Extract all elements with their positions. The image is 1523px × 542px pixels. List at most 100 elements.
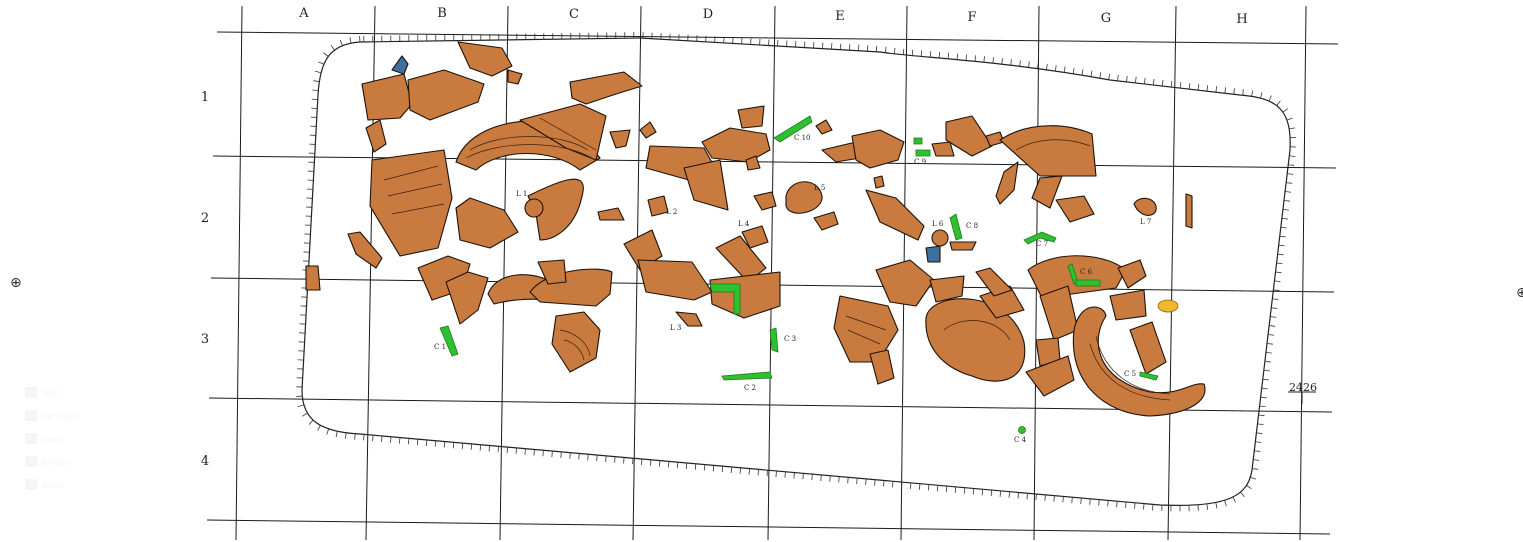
outline-hachure: [614, 456, 616, 463]
outline-hachure: [1278, 244, 1285, 247]
outline-hachure: [1188, 83, 1191, 90]
outline-hachure: [434, 440, 437, 447]
outline-hachure: [956, 53, 958, 60]
outline-hachure: [811, 474, 813, 481]
coin-c10: [773, 115, 813, 143]
outline-hachure: [1001, 58, 1003, 65]
outline-hachure: [1276, 100, 1281, 106]
ceramic-sherd: [597, 207, 625, 221]
glass-finds: [391, 55, 941, 263]
outline-hachure: [893, 47, 896, 54]
outline-hachure: [578, 453, 580, 460]
outline-hachure: [551, 451, 553, 458]
outline-hachure: [1260, 92, 1263, 99]
ceramic-sherd: [609, 129, 631, 149]
outline-hachure: [596, 455, 598, 462]
outline-hachure: [739, 467, 742, 474]
outline-hachure: [757, 469, 759, 476]
bronze-finds: [439, 115, 1159, 434]
ceramic-sherd: [445, 271, 489, 325]
outline-hachure: [802, 473, 804, 480]
outline-hachure: [349, 37, 352, 44]
outline-hachure: [847, 477, 849, 484]
outline-hachure: [1258, 414, 1265, 417]
outline-hachure: [1107, 500, 1109, 507]
outline-hachure: [1262, 378, 1269, 381]
outline-hachure: [1028, 61, 1030, 68]
outline-hachure: [920, 50, 923, 57]
outline-hachure: [1053, 495, 1055, 502]
outline-hachure: [954, 486, 957, 493]
outline-hachure: [676, 462, 679, 469]
outline-hachure: [1260, 396, 1267, 399]
ceramic-sherd: [995, 161, 1019, 205]
ceramic-sherd: [569, 71, 643, 105]
outline-hachure: [323, 52, 329, 57]
coin-c4: [1018, 426, 1026, 434]
outline-hachure: [1282, 108, 1288, 113]
lamp-label-l1: L 1: [516, 190, 527, 198]
outline-hachure: [1250, 476, 1257, 480]
outline-hachure: [641, 458, 643, 466]
coin-c7: [1023, 231, 1057, 245]
row-labels: 1 2 3 4: [201, 90, 209, 469]
outline-hachure: [936, 485, 939, 492]
outline-hachure: [1252, 468, 1259, 470]
outline-hachure: [775, 470, 777, 477]
ceramic-sherd: [1027, 255, 1127, 299]
outline-hachure: [1037, 62, 1039, 69]
outline-hachure: [1265, 352, 1272, 354]
ceramic-sherd: [1055, 195, 1095, 223]
outline-hachure: [470, 443, 473, 450]
outline-hachure: [381, 435, 383, 442]
outline-hachure: [963, 487, 966, 494]
row-label-3: 3: [201, 332, 209, 347]
outline-hachure: [1253, 459, 1260, 461]
ceramic-sherd: [407, 69, 485, 121]
outline-hachure: [902, 48, 905, 55]
outline-hachure: [425, 439, 428, 446]
outline-hachure: [1126, 75, 1128, 82]
outline-hachure: [901, 482, 903, 489]
outline-hachure: [330, 45, 335, 51]
outline-hachure: [1269, 325, 1276, 327]
outline-hachure: [1224, 500, 1227, 507]
outline-hachure: [911, 49, 914, 56]
outline-hachure: [1063, 66, 1066, 73]
registration-mark-right: ⊕: [1516, 285, 1523, 301]
outline-hachure: [308, 419, 314, 425]
ceramic-sherd: [529, 268, 613, 307]
sherd-decoration: [383, 117, 1171, 401]
outline-hachure: [874, 479, 876, 486]
outline-hachure: [929, 51, 932, 58]
outline-hachure: [784, 471, 786, 478]
row-label-1: 1: [201, 90, 209, 105]
outline-hachure: [632, 458, 634, 465]
outline-hachure: [972, 488, 975, 495]
faint-legend-item: Ceramics: [42, 412, 79, 421]
outline-hachure: [1215, 86, 1218, 93]
outline-hachure: [1017, 492, 1019, 499]
lamp-label-l7: L 7: [1140, 218, 1151, 226]
outline-hachure: [1026, 493, 1028, 500]
find-labels: L 1 L 2 L 3 L 4 L 5 L 6 L 7 C 1 C 2 C 3 …: [434, 134, 1151, 444]
ceramic-sherd: [813, 211, 839, 231]
ceramic-sherd: [637, 259, 713, 301]
ceramic-sherd: [737, 105, 765, 129]
outline-hachure: [1062, 496, 1064, 503]
outline-hachure: [1282, 209, 1289, 211]
outline-hachure: [1268, 334, 1275, 336]
outline-hachure: [766, 470, 768, 477]
outline-hachure: [856, 478, 858, 485]
outline-hachure: [918, 483, 921, 490]
ceramic-sherd: [551, 311, 601, 373]
outline-hachure: [730, 466, 733, 473]
outline-hachure: [302, 412, 308, 417]
outline-hachure: [1289, 127, 1296, 130]
outline-hachure: [1081, 69, 1084, 76]
ceramic-sherd: [949, 241, 977, 251]
ceramic-sherd: [683, 159, 729, 211]
faint-legend-item: Bronze: [42, 458, 70, 467]
outline-hachure: [569, 452, 571, 459]
